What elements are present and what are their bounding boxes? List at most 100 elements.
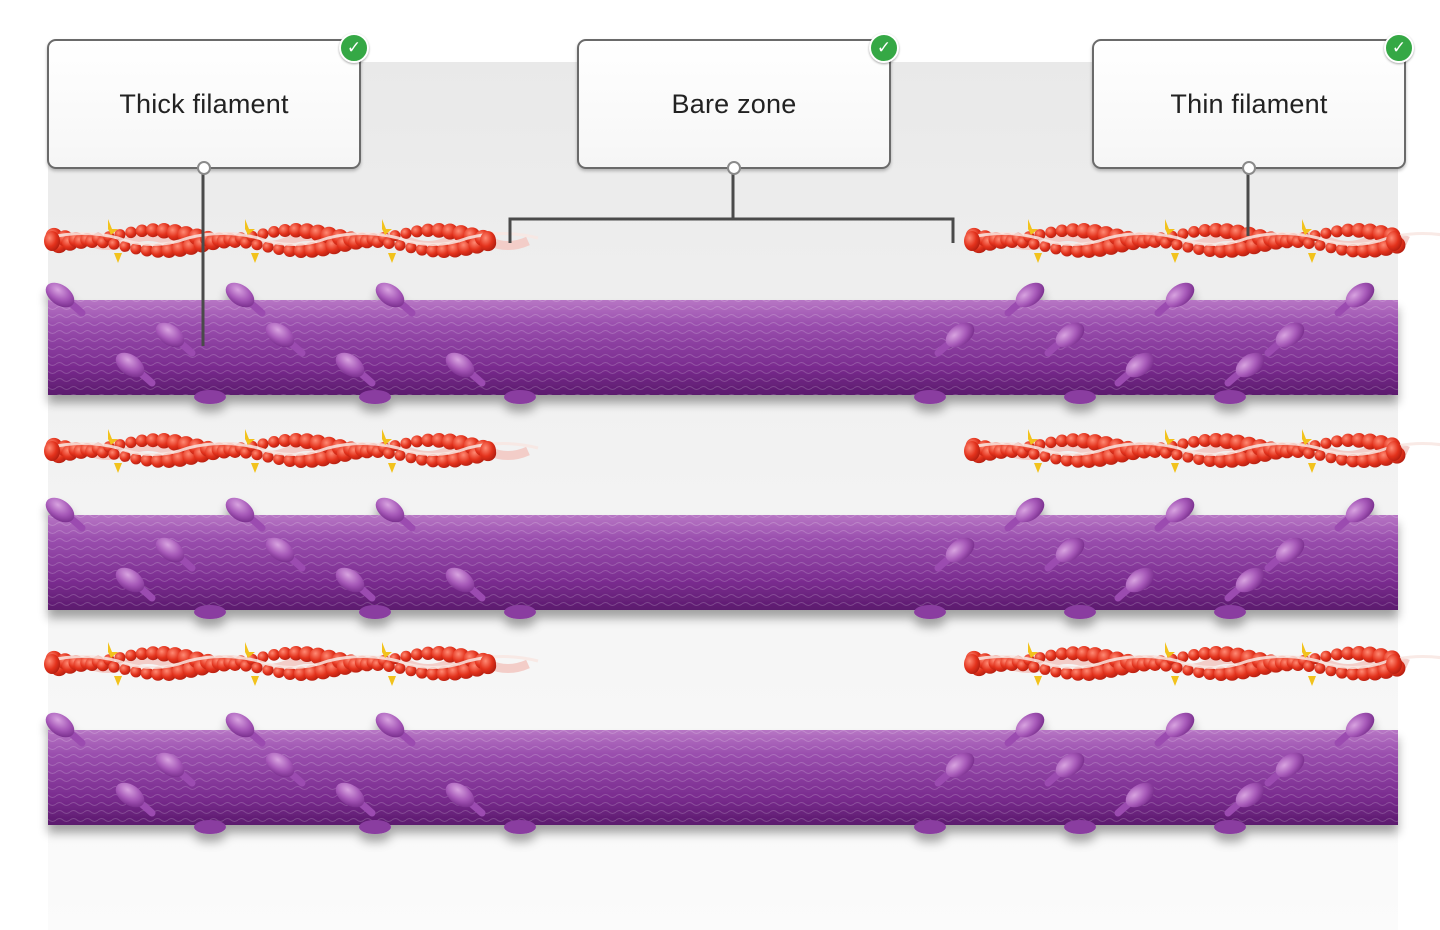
- actin-bead: [394, 239, 406, 251]
- myosin-head: [265, 537, 295, 563]
- actin-bead: [1171, 662, 1183, 674]
- actin-bead: [1314, 449, 1326, 461]
- actin-bead: [1039, 240, 1051, 252]
- tropomyosin-highlight: [967, 442, 1440, 456]
- myosin-foot: [914, 390, 946, 404]
- actin-bead: [1213, 243, 1229, 258]
- actin-bead: [1188, 435, 1200, 448]
- actin-bead: [405, 452, 417, 464]
- actin-bead: [1386, 441, 1402, 461]
- actin-bead: [1055, 224, 1069, 238]
- thin-filament: [44, 642, 539, 686]
- myosin-head: [45, 497, 75, 523]
- actin-bead: [130, 665, 142, 678]
- actin-bead: [1060, 453, 1074, 467]
- troponin-mark: [251, 676, 259, 686]
- myosin-head: [155, 537, 185, 563]
- actin-bead: [964, 654, 980, 674]
- myosin-foot: [1214, 820, 1246, 834]
- label-thick-filament[interactable]: Thick filament ✓: [47, 33, 369, 175]
- thin-filament: [964, 429, 1440, 473]
- troponin-mark: [388, 463, 396, 473]
- actin-bead: [293, 453, 309, 468]
- actin-bead: [278, 647, 292, 660]
- bare-zone-bracket: [508, 172, 955, 243]
- actin-bead: [1208, 433, 1224, 448]
- troponin-mark: [1171, 463, 1179, 473]
- actin-bead: [400, 650, 412, 662]
- leader-anchor-icon: [1242, 161, 1256, 175]
- actin-bead: [293, 243, 309, 258]
- actin-bead: [1060, 243, 1074, 257]
- actin-bead: [1341, 646, 1355, 660]
- actin-bead: [44, 231, 60, 251]
- troponin-mark: [1302, 642, 1312, 658]
- myosin-head: [1015, 712, 1045, 738]
- actin-bead: [125, 226, 137, 239]
- actin-bead: [1335, 666, 1349, 679]
- actin-bead: [251, 662, 263, 674]
- troponin-mark: [108, 219, 118, 235]
- actin-bead: [257, 438, 269, 450]
- myosin-foot: [1214, 390, 1246, 404]
- troponin-mark: [1028, 642, 1038, 658]
- actin-bead: [1198, 647, 1212, 660]
- troponin-mark: [1034, 463, 1042, 473]
- myosin-head: [1345, 712, 1375, 738]
- myosin-head: [335, 352, 365, 378]
- actin-bead: [415, 453, 429, 466]
- actin-bead: [1066, 433, 1080, 448]
- actin-bead: [119, 663, 131, 675]
- myosin-head: [115, 782, 145, 808]
- actin-bead: [1055, 434, 1069, 448]
- actin-bead: [1208, 223, 1224, 238]
- actin-bead: [400, 227, 412, 239]
- thin-filament: [44, 219, 539, 263]
- actin-bead: [1028, 448, 1040, 460]
- actin-bead: [257, 651, 269, 663]
- myosin-head: [115, 352, 145, 378]
- myosin-head: [1275, 537, 1305, 563]
- actin-bead: [262, 241, 274, 253]
- actin-bead: [1341, 433, 1355, 447]
- actin-bead: [410, 435, 424, 448]
- myosin-head: [225, 712, 255, 738]
- troponin-mark: [1165, 429, 1175, 445]
- check-icon: ✓: [339, 33, 369, 63]
- thick-filament: [45, 282, 1398, 404]
- actin-bead: [1386, 231, 1402, 251]
- troponin-mark: [114, 676, 122, 686]
- actin-bead: [480, 441, 496, 461]
- actin-bead: [1213, 666, 1229, 681]
- myosin-head: [1015, 282, 1045, 308]
- actin-bead: [1203, 244, 1217, 257]
- actin-bead: [273, 453, 285, 466]
- actin-bead: [480, 231, 496, 251]
- actin-bead: [426, 454, 440, 468]
- myosin-head: [115, 567, 145, 593]
- actin-bead: [1182, 241, 1194, 253]
- actin-bead: [1320, 227, 1332, 239]
- label-bare-zone[interactable]: Bare zone ✓: [577, 33, 899, 175]
- check-icon: ✓: [869, 33, 899, 63]
- actin-bead: [1066, 646, 1080, 661]
- troponin-mark: [1302, 429, 1312, 445]
- myosin-head: [335, 782, 365, 808]
- actin-bead: [415, 243, 429, 256]
- myosin-head: [335, 567, 365, 593]
- actin-bead: [1346, 667, 1360, 681]
- actin-bead: [1071, 243, 1085, 258]
- myosin-head: [225, 282, 255, 308]
- actin-bead: [480, 654, 496, 674]
- actin-bead: [251, 239, 263, 251]
- actin-bead: [1177, 438, 1189, 450]
- troponin-mark: [245, 642, 255, 658]
- myosin-head: [1165, 712, 1195, 738]
- myosin-foot: [504, 390, 536, 404]
- actin-bead: [1303, 447, 1315, 459]
- troponin-mark: [245, 429, 255, 445]
- label-thin-filament[interactable]: Thin filament ✓: [1092, 33, 1414, 175]
- actin-bead: [1320, 650, 1332, 662]
- troponin-mark: [382, 429, 392, 445]
